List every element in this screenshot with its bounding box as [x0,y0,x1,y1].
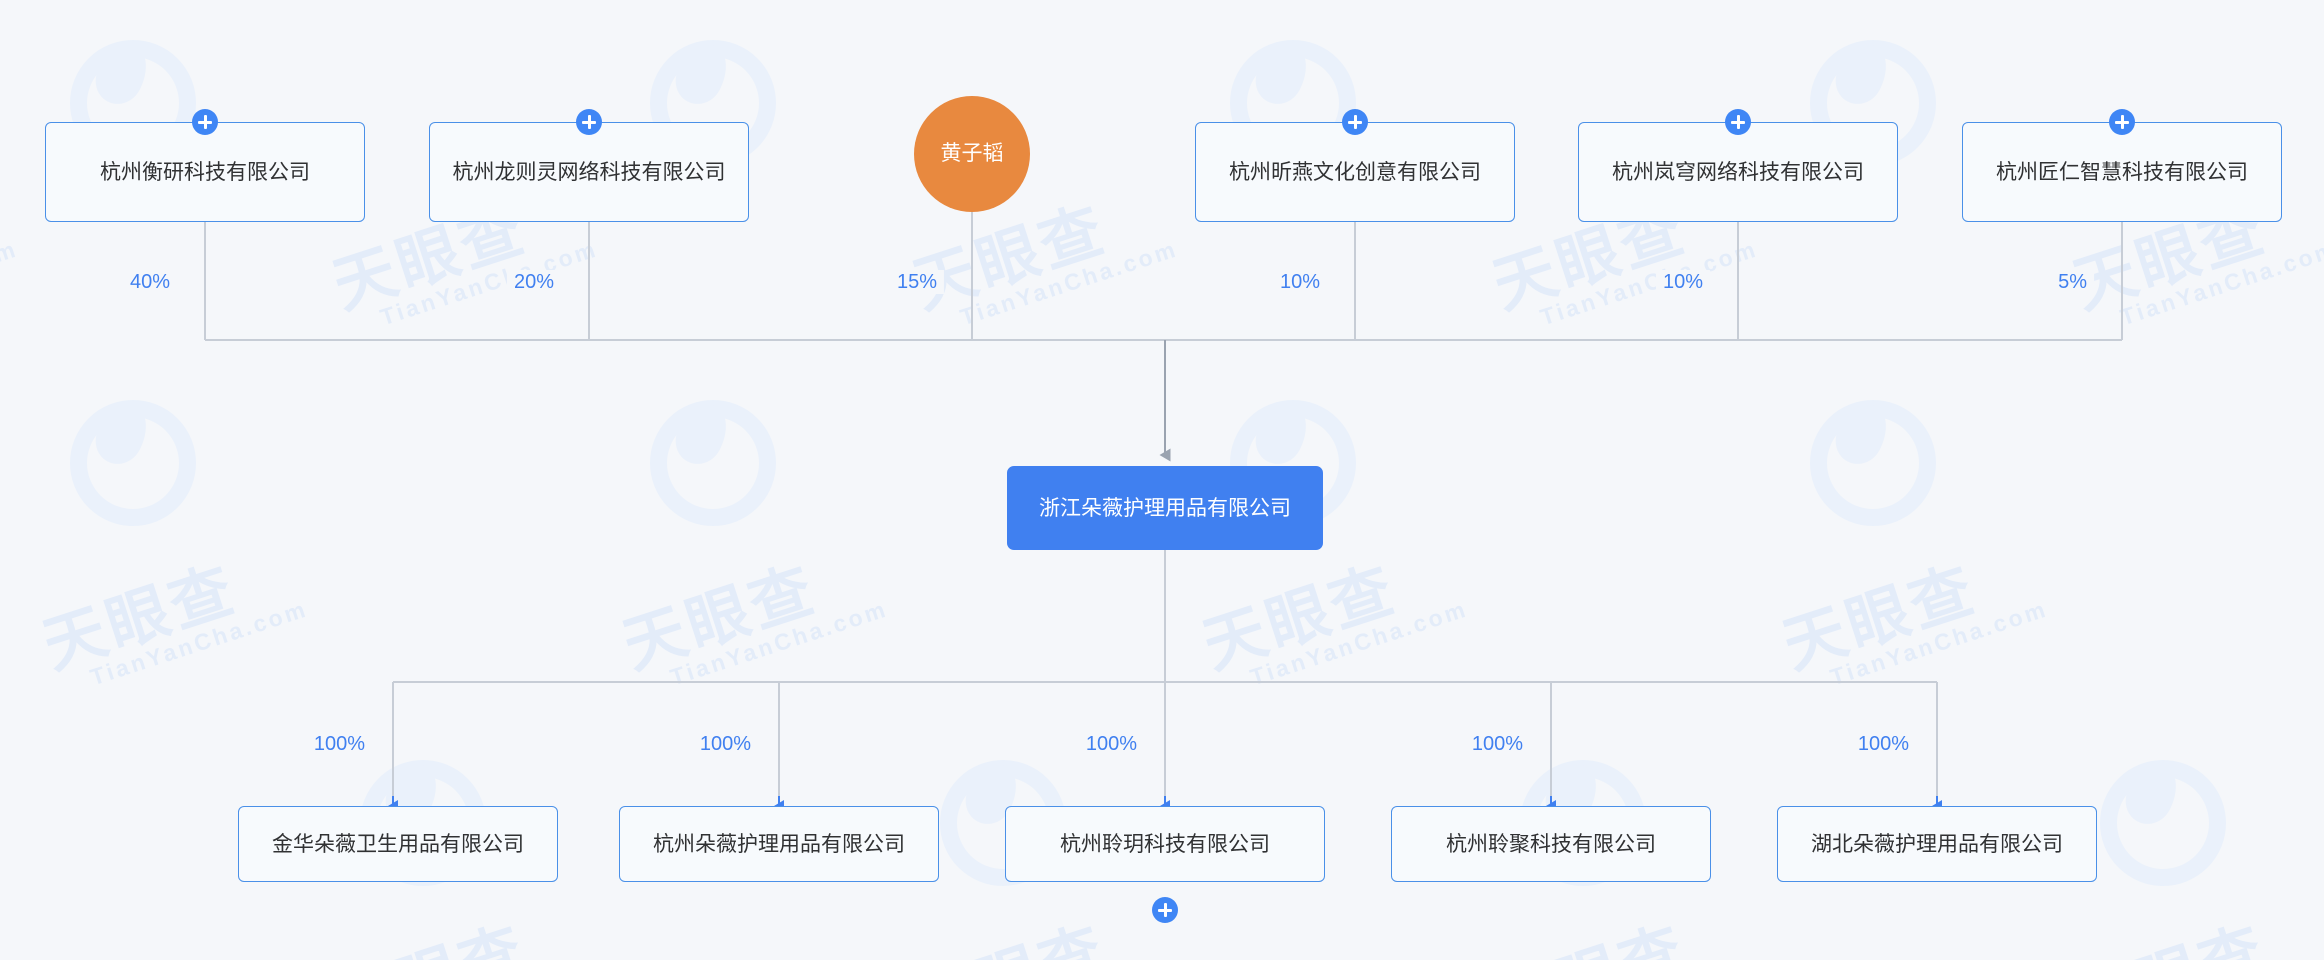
expand-shareholder-5-icon[interactable] [2109,109,2135,135]
subsidiary-label-4: 湖北朵薇护理用品有限公司 [1811,832,2063,856]
shareholder-label-1: 杭州龙则灵网络科技有限公司 [452,160,726,184]
subsidiary-node-1[interactable]: 杭州朵薇护理用品有限公司 [619,806,939,882]
expand-shareholder-4-icon[interactable] [1725,109,1751,135]
shareholder-label-3: 杭州昕燕文化创意有限公司 [1229,160,1481,184]
expand-shareholder-0-icon[interactable] [192,109,218,135]
subsidiary-label-1: 杭州朵薇护理用品有限公司 [653,832,905,856]
subsidiary-percent-0: 100% [306,732,372,756]
shareholder-node-5[interactable]: 杭州匠仁智慧科技有限公司 [1962,122,2282,222]
expand-shareholder-1-icon[interactable] [576,109,602,135]
watermark-logo-icon [650,400,776,526]
shareholder-node-4[interactable]: 杭州岚穹网络科技有限公司 [1578,122,1898,222]
center-company-label: 浙江朵薇护理用品有限公司 [1039,496,1291,520]
watermark-logo-icon [2100,760,2226,886]
subsidiary-percent-1: 100% [692,732,758,756]
shareholder-node-3[interactable]: 杭州昕燕文化创意有限公司 [1195,122,1515,222]
subsidiary-percent-2: 100% [1078,732,1144,756]
expand-subsidiary-2-icon[interactable] [1152,897,1178,923]
shareholder-label-0: 杭州衡研科技有限公司 [100,160,310,184]
watermark-logo-icon [70,400,196,526]
subsidiary-label-2: 杭州聆玥科技有限公司 [1060,832,1270,856]
shareholder-label-5: 杭州匠仁智慧科技有限公司 [1996,160,2248,184]
shareholder-label-4: 杭州岚穹网络科技有限公司 [1612,160,1864,184]
shareholder-percent-5: 5% [2051,270,2094,294]
shareholder-label-2: 黄子韬 [940,142,1004,165]
shareholder-percent-2: 15% [889,270,944,294]
shareholder-percent-4: 10% [1655,270,1710,294]
shareholder-percent-1: 20% [506,270,561,294]
shareholder-node-1[interactable]: 杭州龙则灵网络科技有限公司 [429,122,749,222]
expand-shareholder-3-icon[interactable] [1342,109,1368,135]
shareholder-node-2[interactable]: 黄子韬 [914,96,1030,212]
subsidiary-node-2[interactable]: 杭州聆玥科技有限公司 [1005,806,1325,882]
subsidiary-node-4[interactable]: 湖北朵薇护理用品有限公司 [1777,806,2097,882]
shareholder-percent-3: 10% [1272,270,1327,294]
shareholder-percent-0: 40% [122,270,177,294]
subsidiary-node-0[interactable]: 金华朵薇卫生用品有限公司 [238,806,558,882]
subsidiary-label-0: 金华朵薇卫生用品有限公司 [272,832,524,856]
shareholder-node-0[interactable]: 杭州衡研科技有限公司 [45,122,365,222]
subsidiary-label-3: 杭州聆聚科技有限公司 [1446,832,1656,856]
subsidiary-percent-3: 100% [1464,732,1530,756]
subsidiary-node-3[interactable]: 杭州聆聚科技有限公司 [1391,806,1711,882]
center-company-node[interactable]: 浙江朵薇护理用品有限公司 [1007,466,1323,550]
watermark-logo-icon [1810,400,1936,526]
subsidiary-percent-4: 100% [1850,732,1916,756]
